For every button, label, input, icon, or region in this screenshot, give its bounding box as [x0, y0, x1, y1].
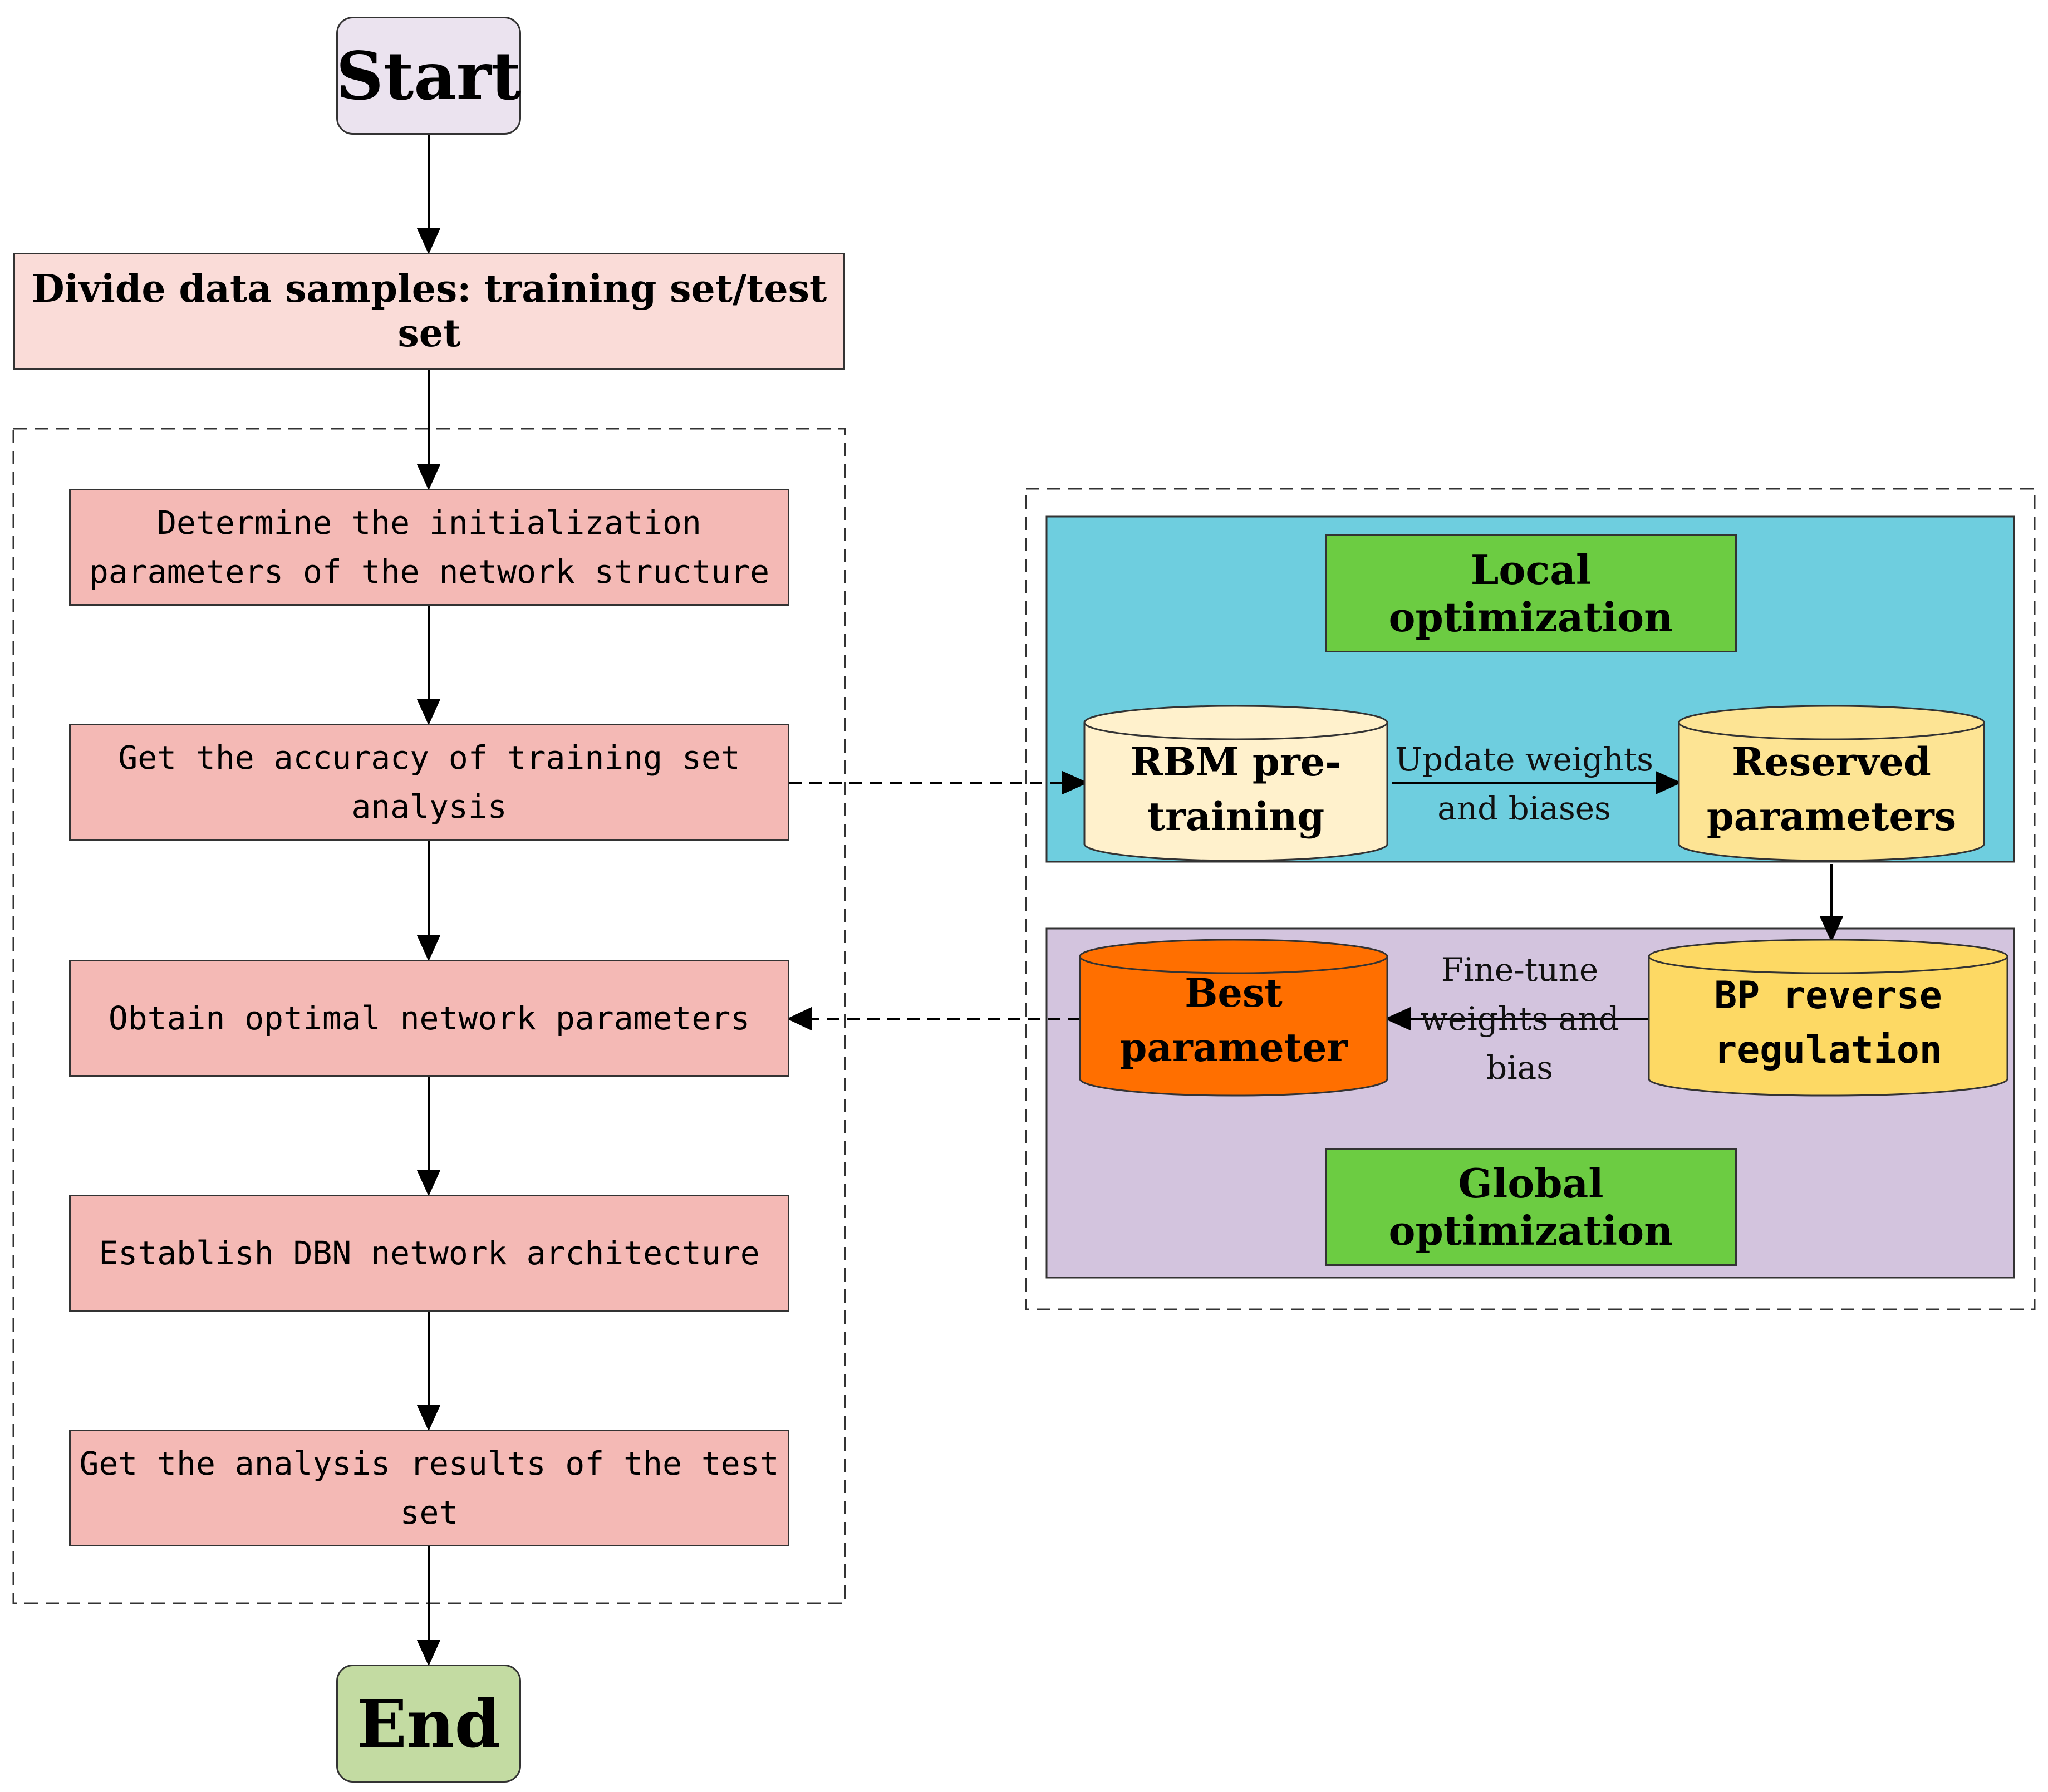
- best-cylinder-top: [1079, 939, 1388, 974]
- arrow-step5-to-end-head: [416, 1640, 441, 1666]
- step-test-set-results: Get the analysis results of the test set: [69, 1430, 789, 1546]
- arrow-reserved-to-bp-head: [1819, 916, 1844, 942]
- step-optimal-parameters-label: Obtain optimal network parameters: [108, 999, 750, 1037]
- dashed-arrow-step2-to-rbm-head: [1062, 770, 1088, 795]
- divide-samples-label: Divide data samples: training set/test s…: [31, 267, 827, 356]
- update-weights-text: Update weights and biases: [1395, 740, 1653, 827]
- global-optimization-label: Global optimization: [1388, 1160, 1673, 1254]
- step-optimal-parameters: Obtain optimal network parameters: [69, 960, 789, 1077]
- bp-reverse-regulation-label: BP reverse regulation: [1714, 974, 1942, 1072]
- arrow-bp-to-best-head: [1384, 1007, 1411, 1031]
- local-optimization-label: Local optimization: [1388, 546, 1673, 641]
- best-parameter-cylinder: [1079, 939, 1388, 1097]
- divide-samples-box: Divide data samples: training set/test s…: [13, 253, 845, 370]
- rbm-pretraining-label: RBM pre- training: [1130, 739, 1342, 839]
- best-cylinder-body: [1079, 956, 1388, 1097]
- step-training-accuracy: Get the accuracy of training set analysi…: [69, 724, 789, 841]
- reserved-parameters-cylinder: [1678, 705, 1985, 862]
- rbm-pretraining-cylinder: [1083, 705, 1388, 862]
- start-terminal: Start: [336, 17, 521, 135]
- reserved-parameters-text: Reserved parameters: [1679, 734, 1984, 845]
- right-dashed-boundary: [1025, 488, 2036, 1310]
- dashed-arrow-best-to-step3-head: [787, 1007, 812, 1031]
- best-parameter-text: Best parameter: [1080, 968, 1387, 1073]
- arrow-divide-to-step1-head: [416, 464, 441, 490]
- rbm-pretraining-text: RBM pre- training: [1084, 734, 1387, 845]
- reserved-parameters-label: Reserved parameters: [1706, 739, 1957, 839]
- reserved-cylinder-top: [1678, 705, 1985, 740]
- bp-cylinder-body: [1648, 956, 2008, 1097]
- bp-reverse-regulation-cylinder: [1648, 939, 2008, 1097]
- rbm-cylinder-body: [1083, 723, 1388, 862]
- fine-tune-edge-label: Fine-tune weights and bias: [1392, 951, 1648, 1087]
- bp-reverse-regulation-text: BP reverse regulation: [1649, 968, 2007, 1079]
- start-label: Start: [336, 37, 522, 115]
- step-establish-dbn-label: Establish DBN network architecture: [99, 1234, 760, 1272]
- local-optimization-label-box: Local optimization: [1325, 534, 1737, 652]
- arrow-rbm-to-reserved-head: [1656, 770, 1682, 795]
- step-test-set-results-label: Get the analysis results of the test set: [79, 1445, 779, 1531]
- update-weights-edge-label: Update weights and biases: [1392, 734, 1657, 834]
- step-initialize-parameters: Determine the initialization parameters …: [69, 489, 789, 606]
- arrow-step3-to-step4-head: [416, 1170, 441, 1196]
- arrow-step4-to-step5-head: [416, 1405, 441, 1431]
- end-label: End: [356, 1685, 501, 1762]
- reserved-cylinder-body: [1678, 723, 1985, 862]
- arrow-start-to-divide-head: [416, 228, 441, 254]
- arrow-step2-to-step3-head: [416, 935, 441, 961]
- step-establish-dbn: Establish DBN network architecture: [69, 1195, 789, 1312]
- arrow-step1-to-step2-head: [416, 699, 441, 725]
- bp-cylinder-top: [1648, 939, 2008, 974]
- best-parameter-label: Best parameter: [1119, 970, 1348, 1071]
- global-optimization-label-box: Global optimization: [1325, 1148, 1737, 1266]
- end-terminal: End: [336, 1665, 521, 1783]
- rbm-cylinder-top: [1083, 705, 1388, 740]
- step-initialize-parameters-label: Determine the initialization parameters …: [89, 504, 770, 591]
- step-training-accuracy-label: Get the accuracy of training set analysi…: [118, 739, 740, 826]
- fine-tune-text: Fine-tune weights and bias: [1420, 951, 1619, 1087]
